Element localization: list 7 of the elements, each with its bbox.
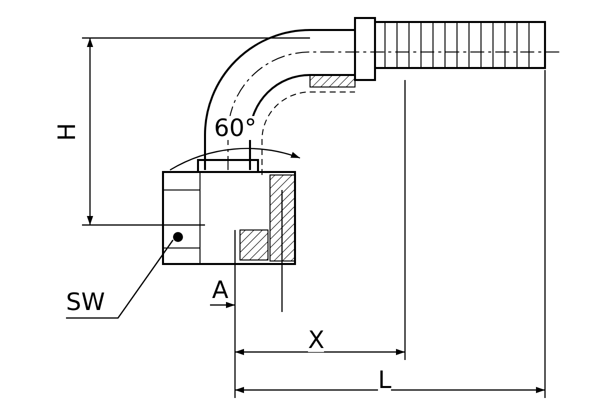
leader-line (66, 240, 174, 319)
angle-label: 60° (214, 116, 257, 140)
dimension-label: X (308, 328, 324, 352)
part-label: SW (66, 290, 105, 318)
leader-dot (173, 232, 183, 242)
dimension-label: L (378, 368, 392, 392)
dimension-label: A (212, 278, 228, 302)
